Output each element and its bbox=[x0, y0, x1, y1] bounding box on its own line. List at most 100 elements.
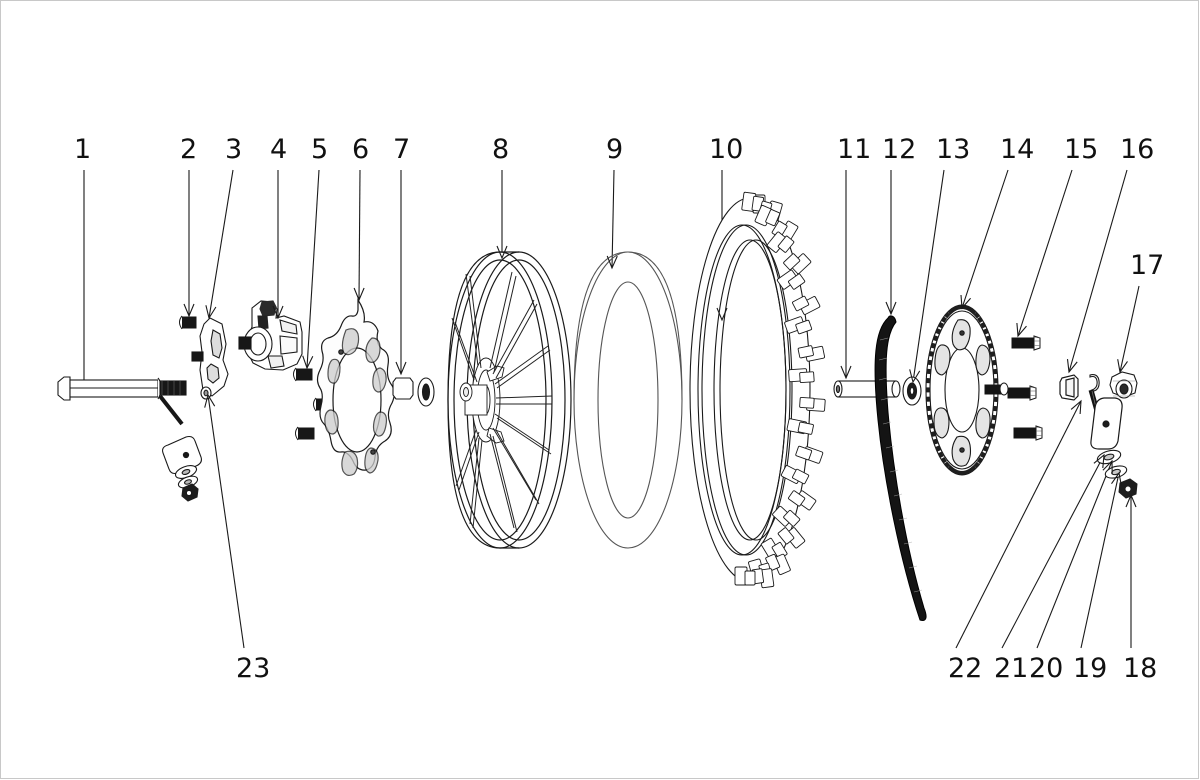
sprocket-tooth bbox=[944, 311, 951, 319]
callout-label-10: 10 bbox=[709, 134, 744, 165]
sprocket-tooth bbox=[993, 396, 999, 402]
arrowhead-7 bbox=[395, 361, 407, 376]
leader-line-9 bbox=[611, 169, 615, 269]
part-front-axle-bolt bbox=[57, 376, 187, 426]
arrowhead-22 bbox=[1070, 399, 1082, 415]
callout-label-23: 23 bbox=[236, 653, 271, 684]
callout-label-22: 22 bbox=[948, 653, 983, 684]
leader-line-14 bbox=[961, 169, 1009, 309]
arrowhead-17 bbox=[1117, 359, 1128, 374]
leader-line-13 bbox=[912, 169, 945, 383]
tire-tread-knob bbox=[788, 273, 806, 290]
arrowhead-18 bbox=[1125, 493, 1137, 508]
callout-arrowheads bbox=[183, 245, 1137, 508]
arrowhead-9 bbox=[606, 255, 618, 270]
callout-label-16: 16 bbox=[1120, 134, 1155, 165]
leader-line-15 bbox=[1017, 169, 1073, 337]
arrowhead-4 bbox=[272, 305, 284, 320]
part-sprocket-bolt bbox=[984, 335, 1043, 441]
sprocket-tooth bbox=[970, 308, 977, 315]
sprocket-tooth bbox=[927, 414, 933, 421]
callout-label-1: 1 bbox=[74, 134, 92, 165]
tire-tread-knob bbox=[788, 490, 806, 507]
sprocket-tooth bbox=[980, 451, 987, 459]
sprocket-tooth bbox=[930, 342, 936, 349]
tire-tread-knob bbox=[795, 445, 813, 461]
callout-label-5: 5 bbox=[311, 134, 329, 165]
callout-label-9: 9 bbox=[606, 134, 624, 165]
leader-line-21 bbox=[1001, 454, 1105, 649]
part-cotter-pin-nut bbox=[1118, 478, 1138, 499]
arrowhead-5 bbox=[302, 355, 314, 370]
sprocket-tooth bbox=[932, 438, 939, 445]
leader-line-16 bbox=[1068, 169, 1128, 373]
callout-label-12: 12 bbox=[882, 134, 917, 165]
part-rear-axle-shaft bbox=[833, 380, 901, 398]
callout-label-11: 11 bbox=[837, 134, 872, 165]
sprocket-tooth bbox=[993, 378, 999, 384]
part-brake-arm-washer bbox=[1104, 465, 1128, 479]
arrowhead-10 bbox=[716, 307, 728, 322]
sprocket-tooth bbox=[983, 328, 989, 335]
part-brake-anchor-plate bbox=[1090, 397, 1123, 450]
arrowhead-12 bbox=[885, 301, 897, 316]
arrowhead-16 bbox=[1066, 359, 1078, 374]
sprocket-tooth bbox=[932, 335, 939, 342]
sprocket-tooth bbox=[990, 423, 996, 429]
sprocket-tooth bbox=[977, 316, 984, 324]
tire-tread-knob bbox=[765, 209, 781, 227]
callout-label-8: 8 bbox=[492, 134, 510, 165]
tire-tread-knob bbox=[797, 345, 814, 359]
part-chain-adjuster-block bbox=[1059, 374, 1079, 401]
arrowhead-19 bbox=[1111, 471, 1122, 486]
callout-label-18: 18 bbox=[1123, 653, 1158, 684]
tire-tread-knob bbox=[777, 527, 795, 545]
sprocket-tooth bbox=[985, 438, 992, 445]
tire-tread-knob bbox=[783, 253, 801, 271]
part-brake-caliper-bolt bbox=[179, 315, 197, 330]
arrowhead-20 bbox=[1102, 459, 1113, 475]
leader-line-19 bbox=[1080, 472, 1120, 649]
sprocket-tooth bbox=[940, 316, 948, 323]
part-drive-chain bbox=[874, 315, 927, 621]
sprocket-tooth bbox=[937, 321, 944, 329]
leader-line-20 bbox=[1036, 460, 1113, 649]
callout-label-19: 19 bbox=[1073, 653, 1108, 684]
sprocket-tooth bbox=[935, 328, 941, 335]
part-axle-nut bbox=[1109, 371, 1138, 399]
part-inner-tube bbox=[573, 251, 683, 549]
sprocket-tooth bbox=[927, 359, 933, 366]
callout-label-4: 4 bbox=[270, 134, 288, 165]
sprocket-tooth bbox=[926, 405, 932, 412]
part-axle-spacer-bushing bbox=[902, 376, 922, 406]
sprocket-tooth bbox=[990, 351, 996, 357]
sprocket-tooth bbox=[925, 396, 931, 402]
sprocket-tooth bbox=[935, 445, 941, 452]
arrowhead-3 bbox=[205, 305, 217, 320]
leader-line-5 bbox=[306, 169, 320, 369]
sprocket-tooth bbox=[992, 368, 998, 375]
sprocket-tooth bbox=[940, 456, 947, 464]
tire-tread-knob bbox=[783, 509, 801, 527]
arrowhead-14 bbox=[960, 294, 972, 310]
callout-label-2: 2 bbox=[180, 134, 198, 165]
sprocket-tooth bbox=[937, 451, 944, 458]
sprocket-tooth bbox=[955, 304, 962, 311]
callout-label-3: 3 bbox=[225, 134, 243, 165]
part-knobby-tire bbox=[689, 191, 826, 589]
sprocket-tooth bbox=[926, 368, 932, 375]
arrowhead-2 bbox=[183, 303, 195, 318]
tire-tread-knob bbox=[744, 570, 756, 586]
sprocket-tooth bbox=[992, 405, 998, 412]
sprocket-tooth bbox=[928, 351, 934, 357]
part-rear-sprocket bbox=[925, 304, 999, 476]
sprocket-tooth bbox=[991, 414, 997, 421]
sprocket-tooth bbox=[947, 465, 954, 472]
sprocket-tooth bbox=[988, 431, 994, 438]
tire-tread-knob bbox=[799, 371, 815, 384]
sprocket-tooth bbox=[985, 335, 992, 342]
sprocket-tooth bbox=[991, 359, 997, 366]
tire-tread-knob bbox=[792, 295, 810, 312]
sprocket-tooth bbox=[973, 312, 981, 319]
